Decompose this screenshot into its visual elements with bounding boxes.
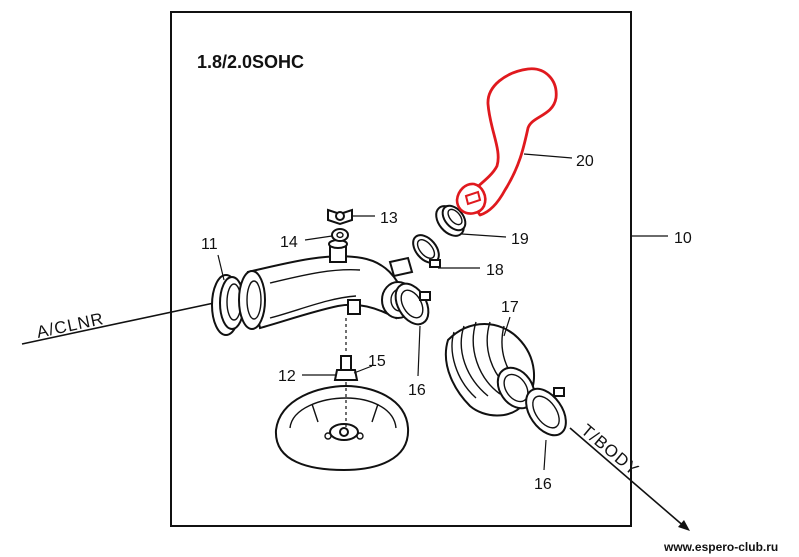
callout-15: 15 xyxy=(368,353,386,370)
breather-hose-clip xyxy=(464,190,482,206)
hose-clamp-middle xyxy=(394,282,431,326)
callout-16-middle: 16 xyxy=(408,382,426,399)
breather-hose xyxy=(465,67,558,217)
callout-18: 18 xyxy=(486,262,504,279)
outlet-flow-label: T/BODY xyxy=(577,421,642,480)
callout-14: 14 xyxy=(280,234,298,251)
inlet-flow-label: A/CLNR xyxy=(35,309,106,342)
hose-clamp-upper xyxy=(412,234,441,268)
callout-16-lower: 16 xyxy=(534,476,552,493)
callout-19: 19 xyxy=(511,231,529,248)
callout-10: 10 xyxy=(674,230,692,247)
intake-duct xyxy=(238,239,415,330)
outlet-flow-arrow xyxy=(569,427,690,531)
diagram-title: 1.8/2.0SOHC xyxy=(197,52,304,72)
hose-clamp-lower xyxy=(525,387,567,437)
wing-nut xyxy=(327,208,353,226)
assembly-frame xyxy=(170,11,632,527)
mounting-bracket xyxy=(274,382,410,472)
callout-13: 13 xyxy=(380,210,398,227)
leader-lines xyxy=(217,153,668,471)
bolt xyxy=(333,318,359,381)
callout-20: 20 xyxy=(576,153,594,170)
watermark: www.espero-club.ru xyxy=(663,540,778,554)
grommet xyxy=(331,228,349,242)
callout-11: 11 xyxy=(201,236,218,253)
seal-ring xyxy=(435,204,467,237)
callout-17: 17 xyxy=(501,299,519,316)
callout-12: 12 xyxy=(278,368,296,385)
breather-hose-highlighted xyxy=(455,67,558,217)
